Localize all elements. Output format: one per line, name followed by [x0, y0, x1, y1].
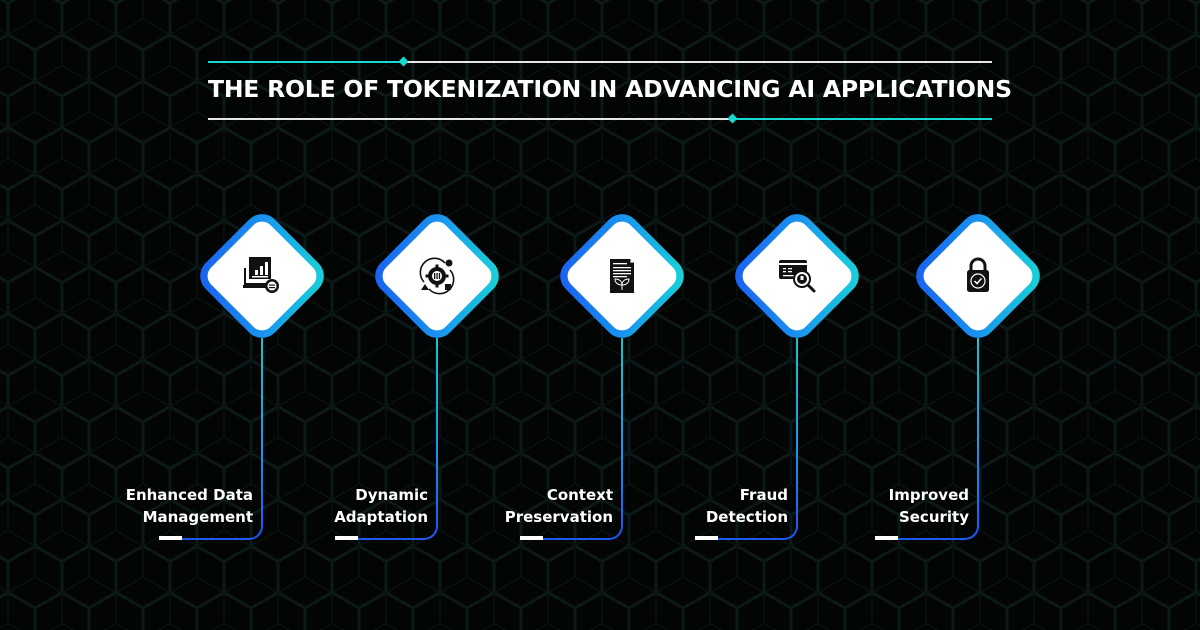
- bottom-rule-white: [208, 118, 733, 120]
- padlock-check-icon: [967, 257, 989, 292]
- gear-cycle-icon: [419, 257, 455, 295]
- card-magnifier-icon: [779, 260, 816, 293]
- top-rule-white: [404, 61, 992, 63]
- report-chart-gear-icon: [243, 257, 279, 293]
- bottom-rule-cyan: [733, 118, 992, 120]
- document-leaf-icon: [610, 259, 634, 293]
- top-rule-cyan: [208, 61, 404, 63]
- page-title: THE ROLE OF TOKENIZATION IN ADVANCING AI…: [208, 75, 1012, 103]
